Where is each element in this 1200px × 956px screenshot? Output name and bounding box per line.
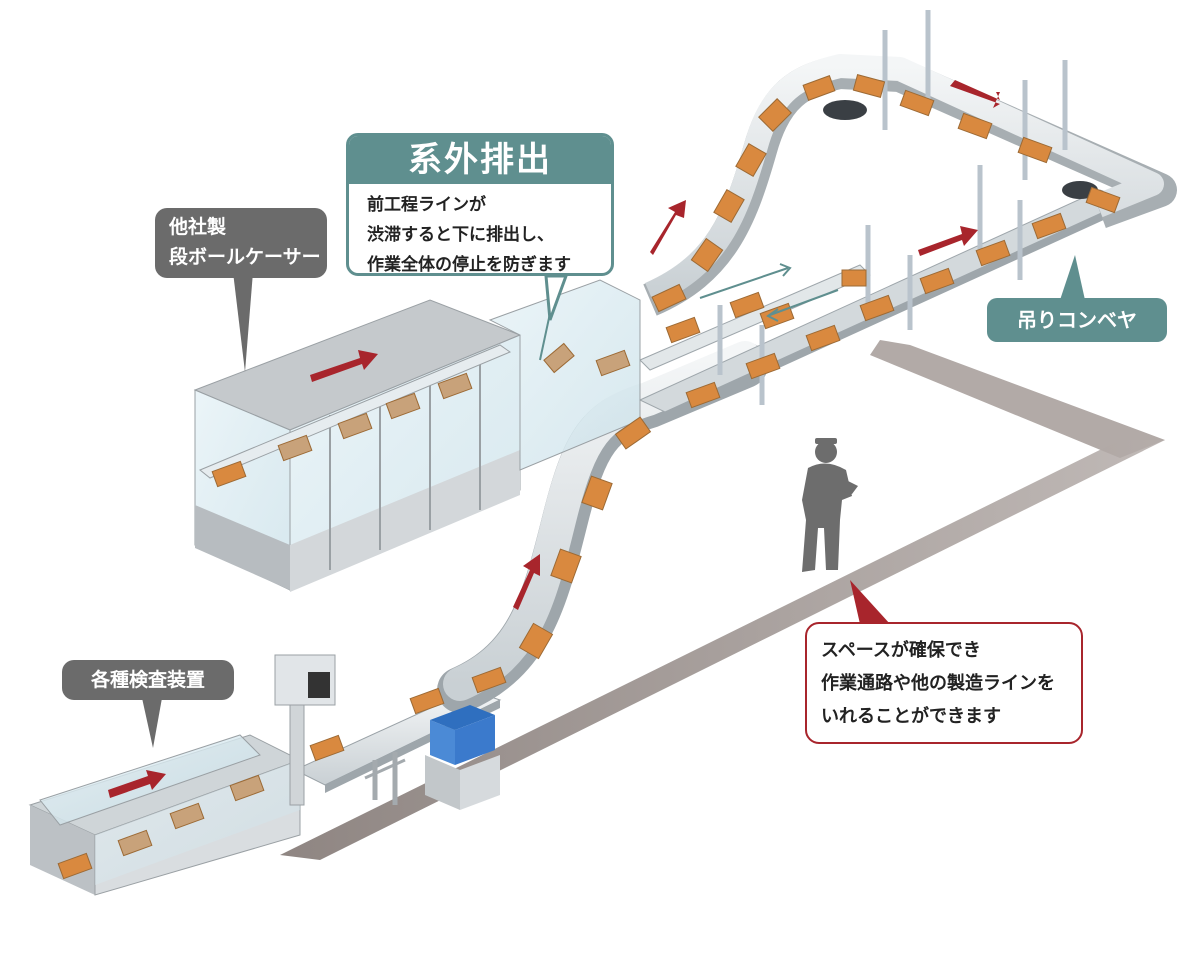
space-line-2: 作業通路や他の製造ラインを [821, 673, 1055, 694]
worker-silhouette-icon [802, 438, 858, 572]
overhead-conveyor-callout: 吊りコンベヤ [987, 298, 1167, 342]
floor-shadow [280, 340, 1165, 860]
callout-pointers [142, 255, 1085, 748]
space-line-3: いれることができます [821, 706, 1001, 727]
case-packer-line-2: 段ボールケーサー [169, 246, 321, 268]
reject-line-1: 前工程ラインが [367, 195, 486, 215]
reject-line-2: 渋滞すると下に排出し、 [367, 225, 554, 245]
reject-line-3: 作業全体の停止を防ぎます [367, 255, 571, 275]
inspection-callout: 各種検査装置 [62, 660, 234, 700]
reject-bin [425, 705, 500, 810]
overhead-conveyor-label: 吊りコンベヤ [1017, 308, 1137, 332]
flow-arrow-icon [108, 80, 1000, 798]
space-callout: スペースが確保でき 作業通路や他の製造ラインを いれることができます [805, 622, 1083, 744]
reject-description: 前工程ラインが 渋滞すると下に排出し、 作業全体の停止を防ぎます [349, 184, 611, 275]
case-packer-callout: 他社製 段ボールケーサー [155, 208, 327, 278]
space-line-1: スペースが確保でき [821, 640, 981, 661]
case-packer-line-1: 他社製 [169, 216, 227, 238]
reject-title: 系外排出 [349, 136, 611, 184]
inspection-label: 各種検査装置 [90, 669, 205, 691]
reject-callout: 系外排出 前工程ラインが 渋滞すると下に排出し、 作業全体の停止を防ぎます [346, 133, 614, 276]
